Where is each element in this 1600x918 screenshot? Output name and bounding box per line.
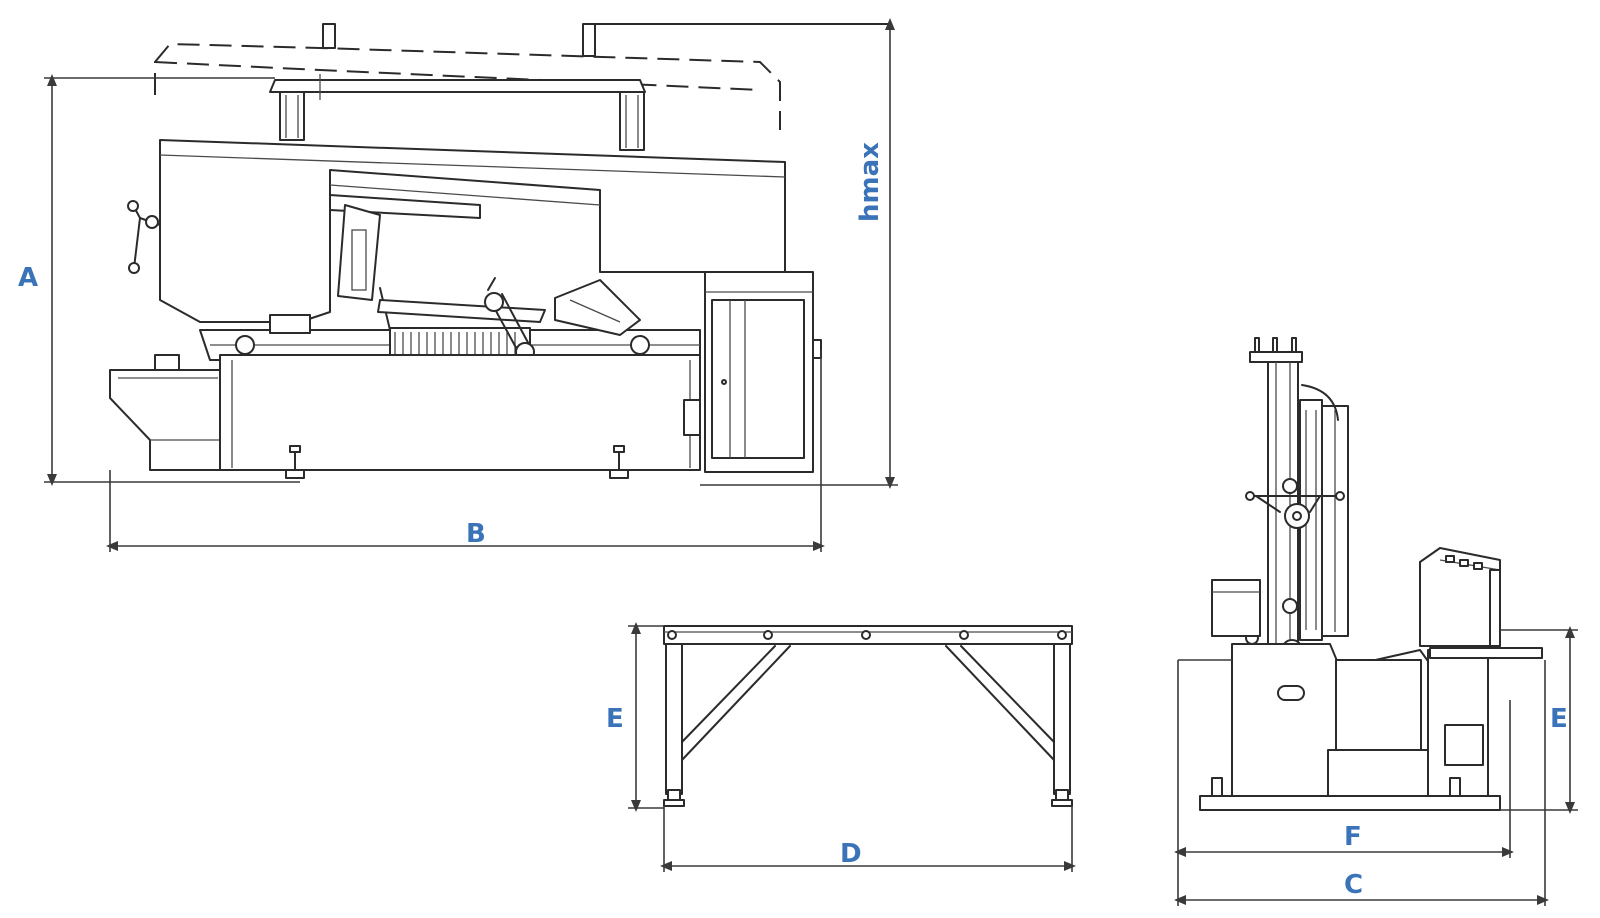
dimension-e-right [1500, 626, 1578, 814]
label-a: A [18, 263, 38, 293]
dimension-a [44, 74, 300, 486]
label-hmax: hmax [855, 142, 885, 222]
chip-tray [109, 354, 221, 471]
dimension-f [1174, 659, 1514, 860]
roller-table-view [628, 622, 1076, 872]
saw-side-view [44, 18, 898, 552]
machine-base [219, 354, 701, 479]
label-c: C [1344, 870, 1363, 900]
front-control-panel [1419, 547, 1543, 659]
control-cabinet [704, 271, 822, 473]
label-d: D [840, 839, 862, 869]
leveling-foot-1 [285, 445, 305, 479]
dimension-d [660, 806, 1076, 872]
bow-handle [127, 200, 161, 274]
saw-front-view [1174, 337, 1578, 906]
dimension-c [1174, 660, 1549, 906]
dimension-hmax [700, 18, 898, 489]
dimension-e-left [628, 622, 664, 812]
label-e-right: E [1550, 704, 1568, 734]
label-b: B [466, 519, 486, 549]
front-base [1199, 643, 1501, 811]
dimension-b [106, 350, 825, 552]
front-motor [1211, 579, 1261, 637]
saw-bow [159, 139, 786, 323]
leveling-foot-2 [609, 445, 629, 479]
label-f: F [1344, 822, 1362, 852]
upper-guide-bar [269, 74, 646, 151]
label-e-left: E [606, 704, 624, 734]
raised-bow-outline [154, 23, 891, 130]
